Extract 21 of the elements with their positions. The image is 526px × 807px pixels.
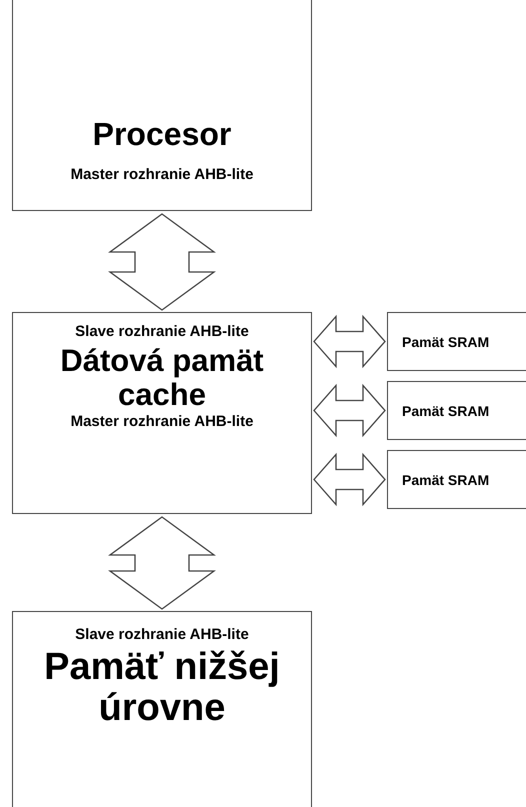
box-title: Pamäť nižšej úrovne [43, 647, 281, 730]
box-title: Dátová pamät cache [59, 344, 265, 412]
double-block-arrow [313, 314, 386, 368]
double-block-arrow [108, 516, 216, 610]
interface-label: Slave rozhranie AHB-lite [75, 323, 249, 340]
double-block-arrow [108, 213, 216, 311]
box-label: Pamät SRAM [401, 334, 490, 350]
memory-box [387, 312, 526, 371]
block-box [12, 0, 312, 211]
double-block-arrow [313, 452, 386, 506]
interface-label: Slave rozhranie AHB-lite [75, 626, 249, 644]
block-box [12, 611, 312, 807]
memory-box [387, 450, 526, 509]
double-block-arrow [313, 384, 386, 438]
box-label: Pamät SRAM [401, 402, 490, 418]
memory-box [387, 381, 526, 440]
box-label: Pamät SRAM [401, 472, 490, 488]
box-title: Procesor [92, 117, 232, 152]
block-box [12, 312, 312, 514]
interface-label: Master rozhranie AHB-lite [70, 413, 254, 430]
interface-label: Master rozhranie AHB-lite [70, 166, 254, 183]
